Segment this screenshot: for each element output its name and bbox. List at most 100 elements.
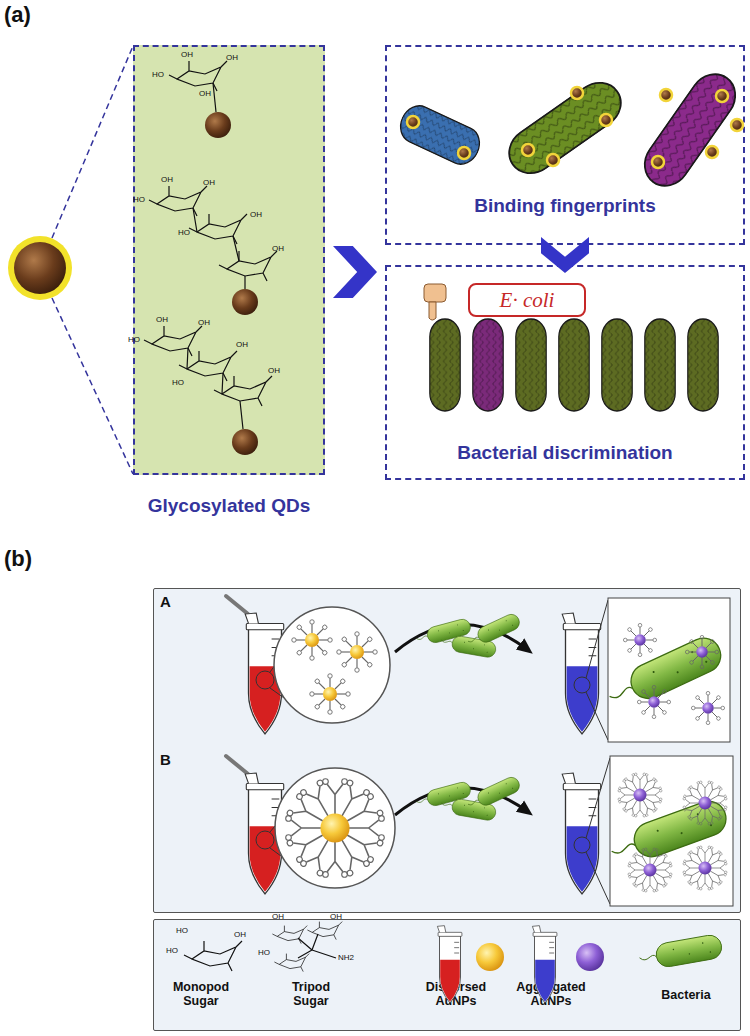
tube-aggregated	[532, 926, 557, 1003]
tripod-structure	[274, 954, 309, 972]
panel-letter: (b)	[4, 546, 32, 572]
bacterium	[688, 319, 718, 411]
aggregated-aunp	[628, 848, 672, 892]
aggregated-aunp	[683, 846, 727, 890]
sugar-structure	[144, 326, 202, 356]
thumb-icon	[429, 302, 436, 320]
zoom-spot	[574, 677, 590, 693]
bacterium	[636, 65, 745, 194]
bacterium	[603, 632, 726, 714]
tube-aggregated	[562, 773, 601, 894]
sugar-structure	[149, 186, 207, 216]
quantum-dot	[232, 289, 258, 315]
zoom-line	[52, 46, 133, 474]
qd-core	[14, 242, 66, 294]
bacterium	[516, 319, 546, 411]
tube-dispersed	[245, 773, 284, 894]
assay-panel: AB	[153, 588, 741, 913]
bound-qd	[731, 119, 743, 131]
tripod-aunp	[286, 779, 385, 878]
bound-qd	[547, 154, 559, 166]
bacterium	[395, 100, 486, 169]
aggregated-aunp	[637, 685, 670, 718]
aggregated-aunp	[691, 691, 724, 724]
sugar-structure	[214, 376, 272, 406]
magnified-view	[274, 607, 390, 723]
hand-icon	[424, 284, 446, 302]
zoom-spot	[256, 671, 274, 689]
chevron-arrow	[541, 237, 589, 273]
aggregated-aunp	[623, 623, 656, 656]
inset-box	[610, 756, 733, 906]
node-text: A	[160, 593, 190, 610]
process-arrow	[395, 624, 528, 652]
panel-letter: (a)	[4, 2, 31, 28]
tube-dispersed	[437, 926, 462, 1003]
linker	[213, 83, 216, 112]
node-text: Bacteria	[650, 988, 722, 1002]
key-panel: Monopod SugarTripod SugarDispersed AuNPs…	[153, 919, 741, 1031]
zoom-line	[270, 608, 318, 722]
bacterium	[415, 781, 472, 811]
inset-box	[608, 598, 730, 742]
bound-qd	[458, 147, 470, 159]
bacterium	[415, 618, 472, 648]
bacterium	[465, 775, 522, 813]
sugar-structure	[189, 214, 247, 244]
species-tag: E· coli	[468, 283, 586, 317]
quantum-dot	[232, 429, 258, 455]
sugar-structure	[219, 251, 277, 281]
tripod-linker	[298, 934, 336, 958]
dispersed-aunp	[476, 943, 504, 971]
node-text: B	[160, 751, 190, 768]
zoom-line	[270, 770, 322, 886]
zoom-spot	[574, 837, 590, 853]
monopod-aunp	[310, 674, 350, 714]
glyco-qd-panel: Glycosylated QDs	[133, 45, 325, 475]
magnified-view	[275, 768, 395, 888]
node-text: Binding fingerprints	[387, 195, 743, 217]
aggregated-aunp	[685, 635, 718, 668]
process-arrow	[395, 788, 528, 815]
chevron-arrow	[333, 246, 377, 298]
bacterium	[465, 612, 522, 650]
monopod-aunp	[337, 632, 377, 672]
quantum-dot	[205, 112, 231, 138]
node-text: Aggregated AuNPs	[515, 980, 587, 1009]
bacterium	[645, 319, 675, 411]
bound-qd	[660, 89, 672, 101]
zoom-line	[586, 758, 610, 904]
sugar-structure	[179, 351, 237, 381]
bacterium	[473, 319, 503, 411]
node-text: Dispersed AuNPs	[420, 980, 492, 1009]
bound-qd	[652, 156, 664, 168]
zoom-line	[586, 600, 608, 740]
zoom-spot	[256, 831, 274, 849]
bacterium	[602, 319, 632, 411]
qd-shell	[8, 236, 72, 300]
node-text: Glycosylated QDs	[113, 495, 345, 517]
bacterium	[559, 319, 589, 411]
aggregated-aunp	[618, 773, 662, 817]
linker	[193, 208, 245, 289]
bound-qd	[407, 116, 419, 128]
bound-qd	[600, 114, 612, 126]
discrimination-panel: Bacterial discrimination E· coli	[385, 265, 745, 480]
bacterium	[500, 74, 629, 183]
bacterium	[440, 633, 497, 658]
bound-qd	[706, 146, 718, 158]
fingerprint-panel: Binding fingerprints	[385, 45, 745, 245]
tube-aggregated	[562, 613, 601, 734]
monopod-aunp	[292, 620, 332, 660]
pipette	[226, 756, 248, 774]
aggregated-aunp	[576, 943, 604, 971]
node-text: E· coli	[470, 288, 584, 313]
tube-dispersed	[245, 613, 284, 734]
bound-qd	[716, 90, 728, 102]
bacterium	[638, 933, 724, 971]
tripod-structure	[272, 926, 307, 944]
node-text: Monopod Sugar	[169, 980, 233, 1009]
bacterium	[430, 319, 460, 411]
bound-qd	[522, 144, 534, 156]
node-text: Bacterial discrimination	[387, 442, 743, 464]
